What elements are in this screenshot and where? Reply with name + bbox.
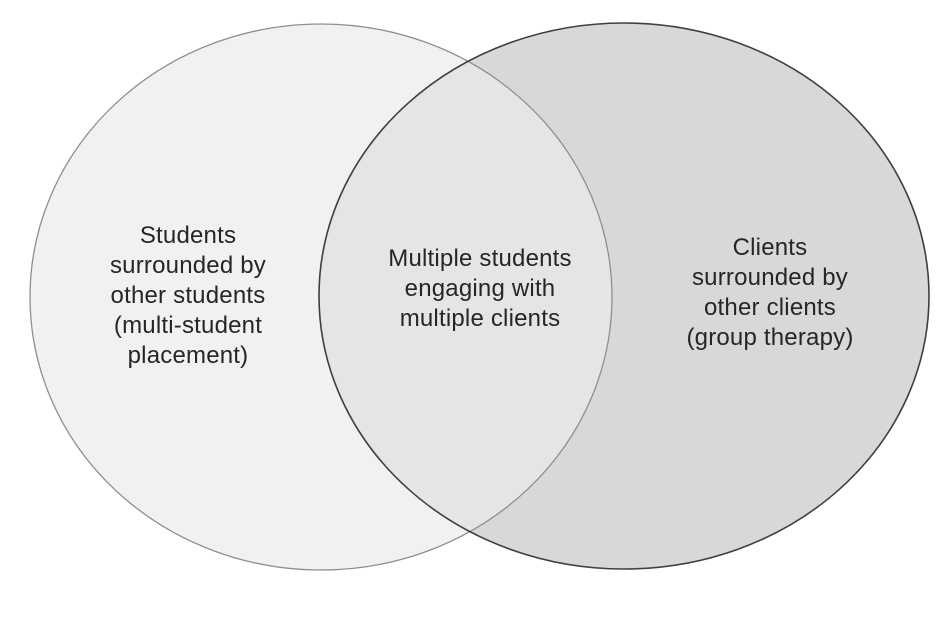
intersection-region: [319, 24, 612, 569]
left-circle-label-line: (multi-student: [113, 312, 263, 339]
right-circle-label-line: Clients: [732, 234, 808, 261]
left-circle-label-line: Students: [139, 222, 237, 249]
right-circle-label: Clients surrounded by other clients (gro…: [630, 233, 910, 353]
left-circle-label-line: placement): [127, 342, 249, 369]
left-circle-label-line: surrounded by: [109, 252, 267, 279]
left-circle-label-line: other students: [110, 282, 266, 309]
right-circle-label-line: other clients: [704, 294, 836, 321]
intersection-label-line: multiple clients: [399, 305, 561, 332]
right-circle-label-line: (group therapy): [686, 324, 854, 351]
intersection-label-line: engaging with: [404, 275, 556, 302]
intersection-label-line: Multiple students: [388, 245, 572, 272]
left-circle-label: Students surrounded by other students (m…: [48, 221, 328, 371]
left-circle-outline: [29, 23, 613, 571]
right-circle-label-line: surrounded by: [691, 264, 849, 291]
intersection-label: Multiple students engaging with multiple…: [350, 244, 610, 334]
right-circle-outline: [318, 22, 930, 570]
